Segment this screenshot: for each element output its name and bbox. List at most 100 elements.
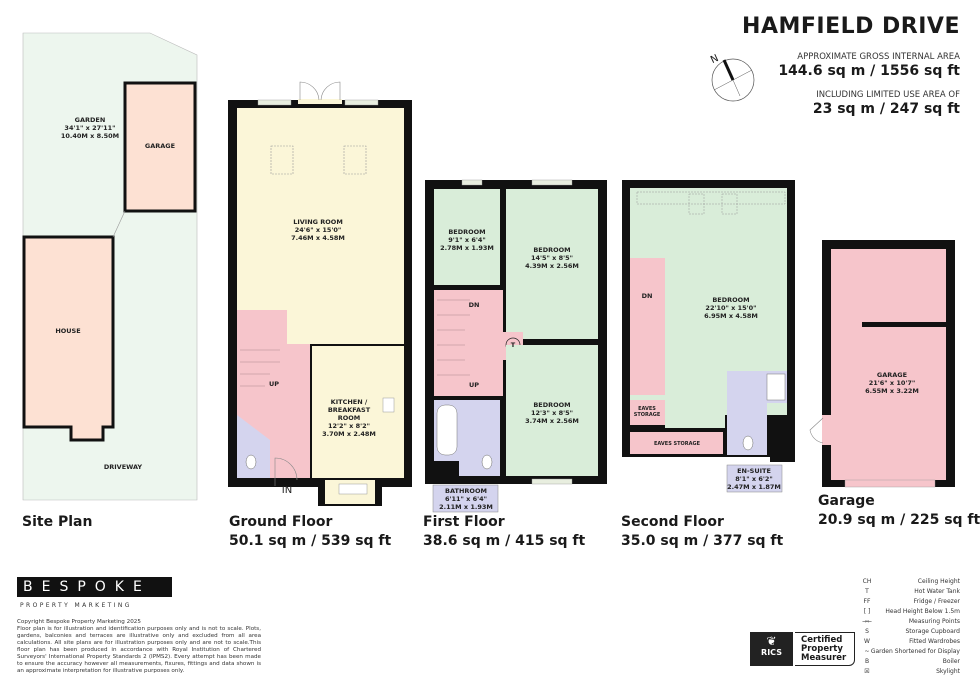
hot-water-tank-icon: T	[865, 588, 869, 595]
second-floor-plan	[622, 180, 795, 493]
legend-item: Measuring Points	[908, 618, 960, 625]
bath-icon	[436, 404, 458, 456]
bedroom-1-area	[434, 189, 500, 285]
measuring-points-icon: →←	[861, 618, 873, 625]
legend-item: Hot Water Tank	[914, 588, 960, 595]
ceiling-height-icon: CH	[862, 578, 872, 585]
gross-area-value: 144.6 sq m / 1556 sq ft	[778, 63, 960, 79]
site-garage	[123, 81, 197, 213]
logo-subtitle: PROPERTY MARKETING	[20, 602, 132, 609]
stairs-up-label: UP	[468, 381, 480, 389]
toilet-icon	[245, 454, 257, 470]
stairs-up-label: UP	[268, 380, 280, 388]
eaves-storage-area	[630, 400, 665, 425]
gross-area-caption: APPROXIMATE GROSS INTERNAL AREA	[797, 52, 960, 62]
property-title: HAMFIELD DRIVE	[742, 14, 960, 39]
window	[257, 99, 292, 106]
second-floor-area: 35.0 sq m / 377 sq ft	[621, 533, 784, 549]
front-door	[274, 457, 298, 486]
compass-icon	[711, 58, 755, 102]
window	[531, 179, 573, 186]
limited-area-caption: INCLUDING LIMITED USE AREA OF	[816, 90, 960, 100]
toilet-icon	[481, 454, 493, 470]
eaves-storage-label-2: EAVES STORAGE	[653, 441, 701, 447]
entrance-label: IN	[281, 485, 293, 496]
window	[344, 99, 379, 106]
garage-area-value: 20.9 sq m / 225 sq ft	[818, 512, 980, 528]
hob-icon	[382, 397, 395, 413]
bespoke-logo: BESPOKE	[17, 577, 172, 597]
garage-title: Garage	[818, 493, 875, 509]
bedroom-2-area	[506, 189, 598, 339]
first-floor-plan	[425, 179, 607, 513]
garage-door	[844, 479, 936, 488]
tank-label: T	[510, 341, 516, 349]
skylight-icon	[721, 193, 738, 215]
storage-cupboard-icon: S	[865, 628, 869, 635]
garage-internal-wall	[862, 322, 946, 327]
window	[461, 179, 483, 186]
disclaimer: Copyright Bespoke Property Marketing 202…	[17, 619, 261, 674]
fitted-wardrobes-icon: W	[864, 638, 870, 645]
shower-icon	[766, 373, 786, 401]
legend-item: Head Height Below 1.5m	[885, 608, 960, 615]
site-plan-title: Site Plan	[22, 514, 93, 530]
legend-item: Storage Cupboard	[905, 628, 960, 635]
skylight-icon	[688, 193, 705, 215]
stairs-icon	[437, 299, 470, 376]
stairs-icon	[240, 349, 280, 387]
ensuite-label-box	[726, 464, 783, 493]
garden-shortened-icon: ~	[864, 648, 870, 655]
driveway-label: DRIVEWAY	[103, 463, 143, 471]
rics-crest-icon: ❦	[766, 634, 777, 648]
garage-plan	[809, 240, 955, 488]
stairs-area	[630, 258, 665, 395]
bedroom-3-area	[506, 345, 598, 476]
legend-item: Boiler	[942, 658, 960, 665]
sink-icon	[338, 483, 368, 495]
skylight-icon	[270, 145, 294, 175]
ground-floor-area: 50.1 sq m / 539 sq ft	[229, 533, 392, 549]
garage-side-door	[809, 417, 824, 444]
legend-item: Fridge / Freezer	[913, 598, 960, 605]
site-plan	[22, 32, 198, 501]
stairs-down-label: DN	[468, 301, 480, 309]
limited-area-value: 23 sq m / 247 sq ft	[812, 101, 960, 117]
site-house	[22, 235, 115, 442]
skylight-icon	[343, 145, 367, 175]
head-height-line	[636, 191, 786, 205]
fridge-freezer-icon: FF	[863, 598, 871, 605]
legend-item: Fitted Wardrobes	[909, 638, 960, 645]
living-room-area	[237, 108, 404, 344]
site-path-line	[112, 210, 126, 238]
toilet-icon	[742, 435, 754, 451]
legend-item: Skylight	[936, 668, 960, 675]
window	[531, 478, 573, 485]
legend-item: Ceiling Height	[917, 578, 960, 585]
first-floor-title: First Floor	[423, 514, 505, 530]
site-house-label: HOUSE	[55, 327, 81, 335]
stairs-down-label: DN	[641, 292, 653, 300]
head-height-icon: [ ]	[863, 608, 871, 615]
legend-item: Garden Shortened for Display	[870, 648, 960, 655]
french-doors	[299, 81, 341, 101]
landing-area	[434, 290, 503, 396]
skylight-icon: ☒	[864, 668, 870, 675]
second-floor-title: Second Floor	[621, 514, 724, 530]
wc-area	[237, 415, 270, 478]
site-garage-label: GARAGE	[144, 142, 176, 150]
boiler-icon: B	[864, 658, 870, 665]
garage-area	[831, 249, 946, 480]
